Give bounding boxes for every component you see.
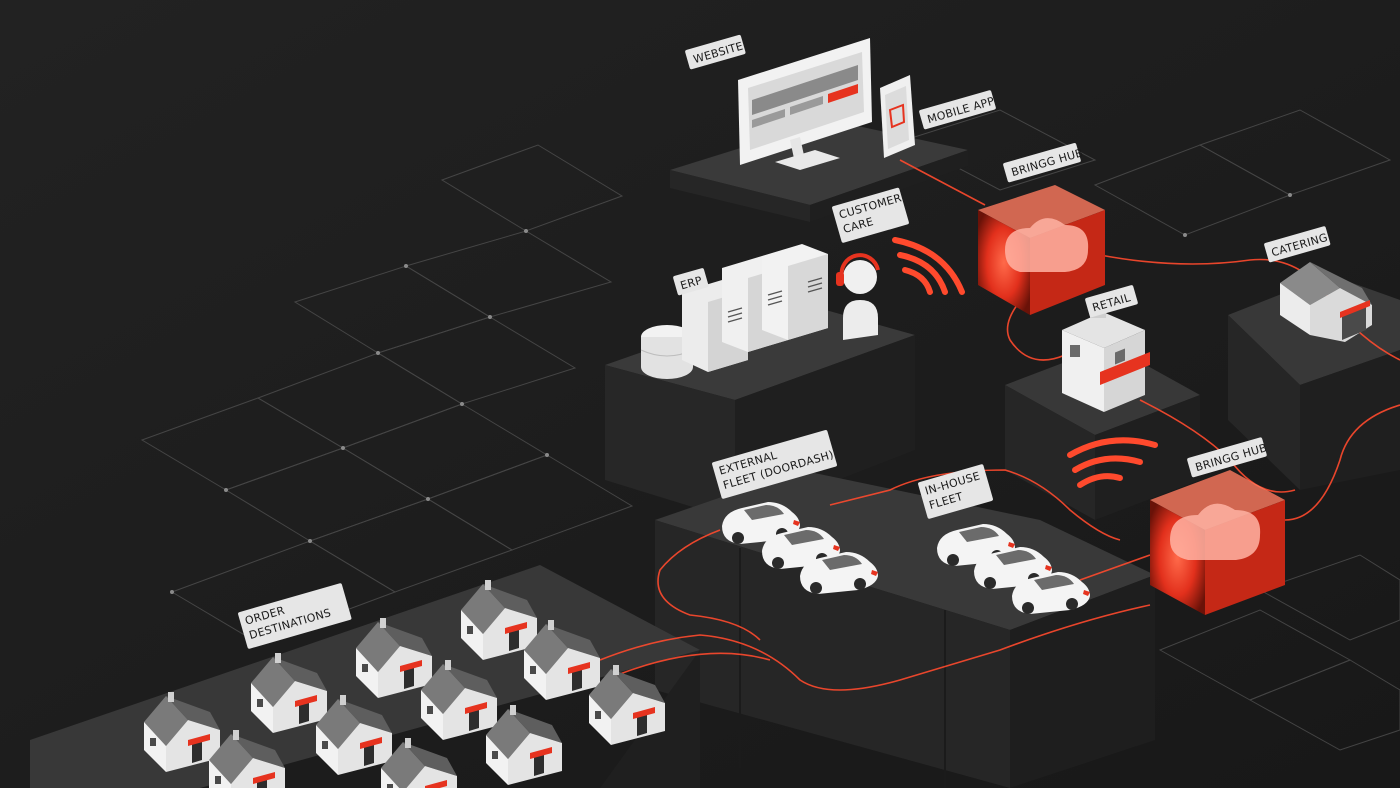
phone-cart-icon xyxy=(880,75,915,158)
